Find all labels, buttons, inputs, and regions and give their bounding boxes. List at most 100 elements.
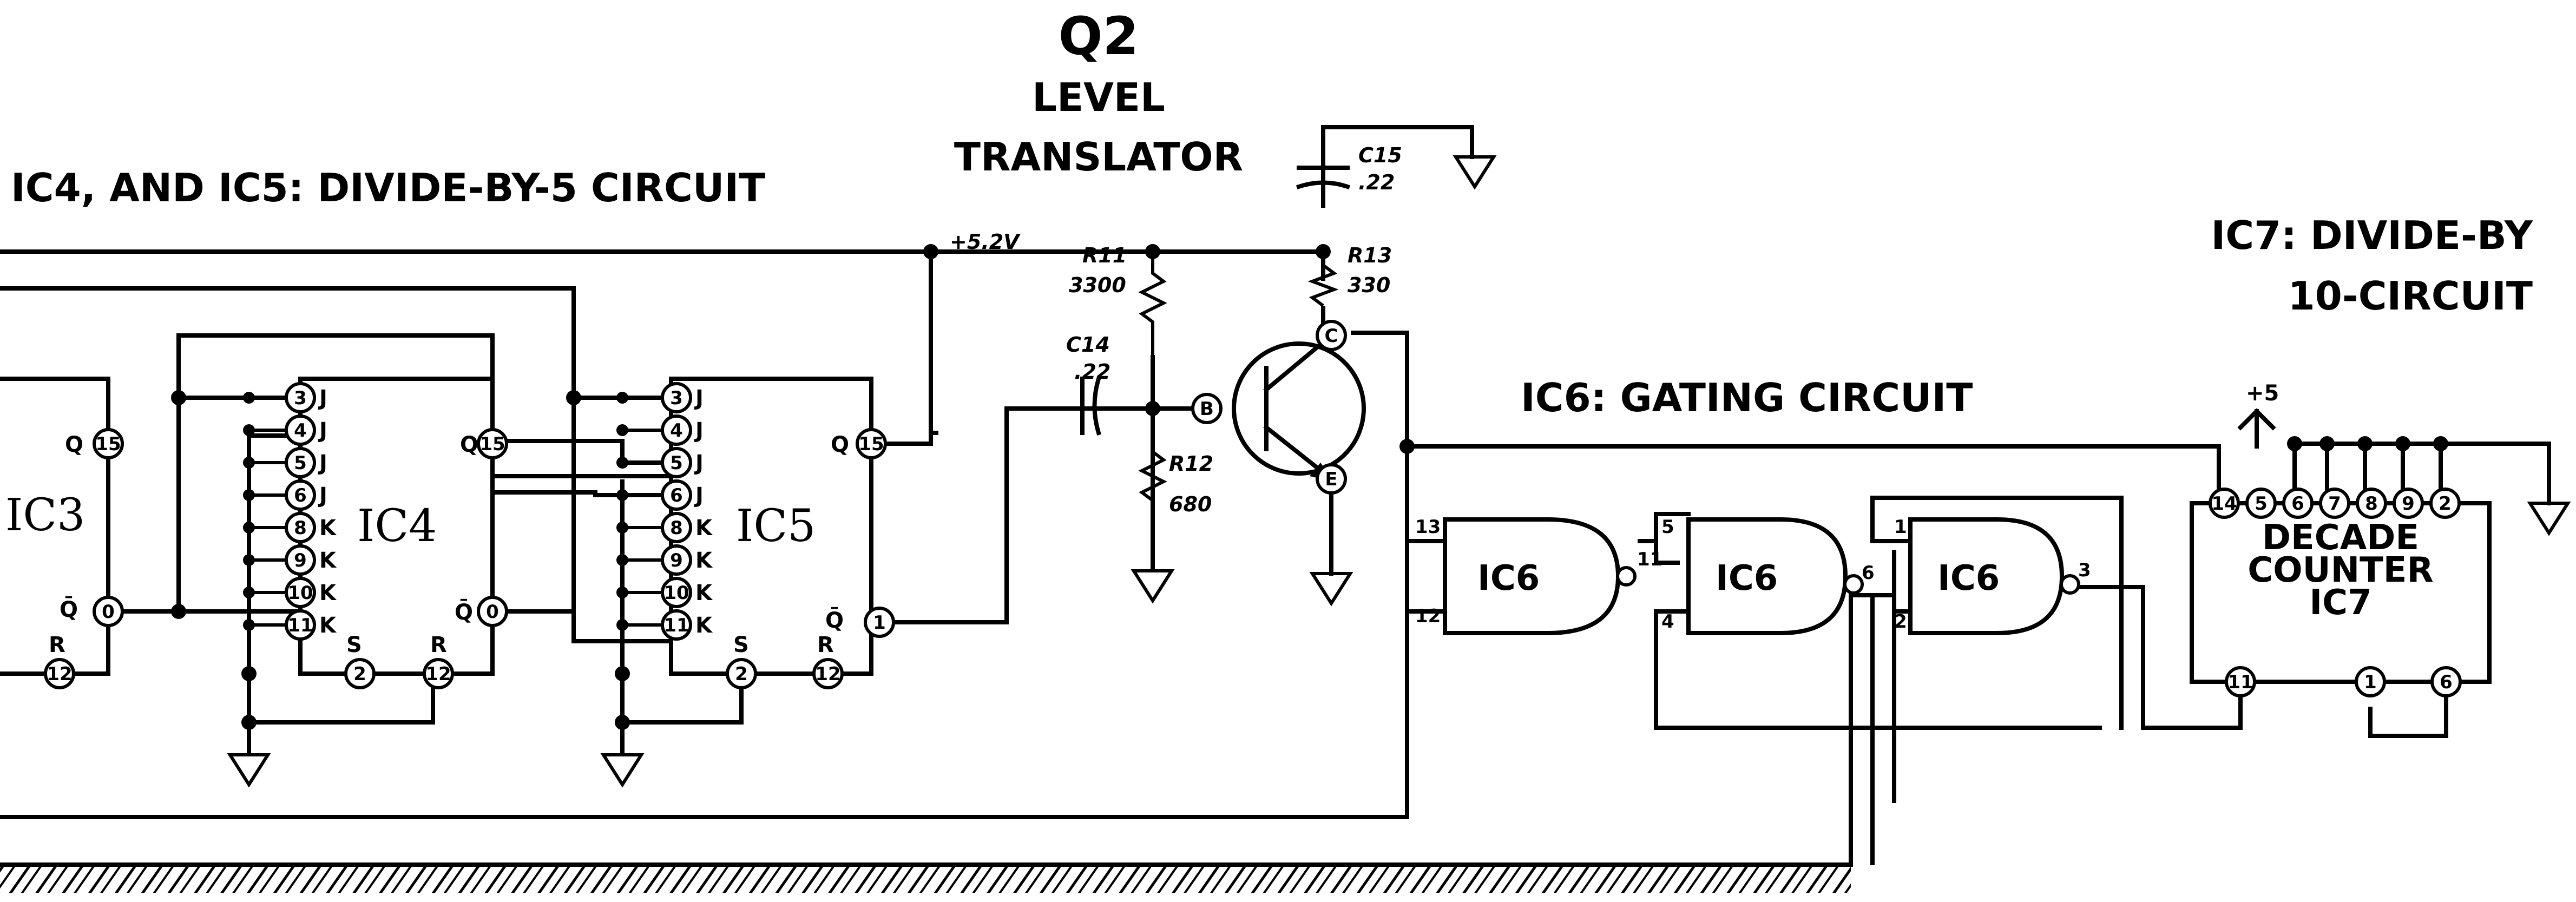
ic5-pin-4 — [661, 414, 692, 446]
r12-resistor: R12 680 — [1138, 450, 1213, 517]
supply-label: +5.2V — [950, 230, 1021, 254]
divide-by-5-title: IC4, AND IC5: DIVIDE-BY-5 CIRCUIT — [11, 165, 765, 210]
ic4-pin-11 — [285, 609, 316, 641]
ic3-r-label: R — [49, 633, 65, 657]
q2-pin-e-label: E — [1325, 469, 1337, 490]
ic5-pin-11-type: K — [695, 613, 713, 638]
ic7-line2: COUNTER — [2248, 550, 2434, 590]
ground-symbols — [227, 155, 2571, 788]
ic7-top-pin-14 — [2209, 488, 2240, 519]
c15-name: C15 — [1358, 143, 1402, 167]
ic5-pin-4-num: 4 — [670, 420, 683, 442]
ic4-pin-8-num: 8 — [294, 517, 307, 539]
ground-icon — [1131, 569, 1175, 604]
ic6-gate-b-label: IC6 — [1716, 558, 1778, 598]
ic4-pin-4 — [285, 414, 316, 446]
ic7-top-pin-5 — [2245, 488, 2277, 519]
ic7-top-pin-6 — [2282, 488, 2314, 519]
ic5-pin-s-num: 2 — [735, 663, 748, 685]
ic4-pin-10 — [285, 577, 316, 608]
ic4-pin-11-num: 11 — [287, 615, 313, 636]
ic5-pin-10-type: K — [695, 581, 713, 605]
ic7-top-pin-14-num: 14 — [2211, 493, 2237, 515]
ic4-pin-5-type: J — [318, 451, 327, 476]
ic6-gate-c-out: 3 — [2078, 559, 2091, 581]
r11-resistor: R11 3300 — [1069, 243, 1167, 357]
ic5-pin-6-num: 6 — [670, 485, 683, 506]
ic7-title-line1: IC7: DIVIDE-BY — [2211, 213, 2533, 258]
junction-dots — [171, 244, 2448, 730]
ic3-qbar-label: Q̄ — [60, 596, 78, 622]
q2-pin-b — [1191, 393, 1223, 424]
ic4-q-label: Q — [460, 432, 478, 457]
r12-value: 680 — [1169, 492, 1212, 516]
ic4-pin-10-num: 10 — [287, 582, 313, 604]
ic4-pin-3 — [285, 382, 316, 413]
ground-icon — [2527, 502, 2571, 536]
q2-transistor: B C E — [1191, 320, 1366, 495]
ic5-pin-q — [856, 428, 887, 459]
c15-value: .22 — [1358, 170, 1395, 194]
ic4-pin-6-num: 6 — [294, 485, 307, 506]
ic6-gate-a-in1: 13 — [1415, 516, 1441, 538]
c14-capacitor: C14 .22 — [1048, 333, 1110, 436]
ic4-pin-3-num: 3 — [294, 387, 307, 409]
ic5-label: IC5 — [736, 501, 816, 552]
q2-pin-e — [1316, 463, 1347, 495]
q2-title: Q2 — [1059, 6, 1139, 67]
ic5-pin-9-type: K — [695, 548, 713, 573]
ic7-top-pin-7-num: 7 — [2328, 493, 2341, 515]
r12-name: R12 — [1169, 452, 1213, 476]
ic5-pin-q-num: 15 — [858, 433, 884, 455]
r11-value: 3300 — [1069, 273, 1126, 297]
translator-label: TRANSLATOR — [954, 134, 1243, 180]
ic5-pin-3-type: J — [694, 386, 704, 411]
ic3-pin-r — [44, 658, 75, 689]
level-label: LEVEL — [1032, 75, 1165, 120]
ic7-top-pin-6-num: 6 — [2291, 493, 2304, 515]
ic3-label: IC3 — [5, 490, 85, 541]
q2-pin-c-label: C — [1325, 325, 1338, 347]
q2-pin-b-label: B — [1200, 398, 1214, 420]
ic4-pin-r — [423, 658, 454, 689]
ic6-gate-b-out: 6 — [1862, 562, 1875, 584]
ic5-pin-s — [726, 658, 757, 689]
ic6-gate-c-in2: 2 — [1894, 611, 1907, 633]
ic7-top-pin-9-num: 9 — [2402, 493, 2415, 515]
ic7-bottom-pin-1-num: 1 — [2364, 671, 2377, 693]
ic7-bottom-pin-1 — [2355, 666, 2386, 697]
r13-resistor: R13 330 — [1307, 243, 1392, 307]
ic3-pin-r-num: 12 — [47, 663, 72, 685]
ic5-pin-3 — [661, 382, 692, 413]
ic4-pin-qbar — [477, 596, 508, 627]
ic4-pin-8-type: K — [319, 516, 337, 541]
ic4-pin-s-num: 2 — [353, 663, 366, 685]
ic5-r-label: R — [817, 633, 834, 657]
ic6-gate-c-label: IC6 — [1937, 558, 2000, 598]
ic4-pin-4-type: J — [318, 418, 327, 443]
ic5-pin-8-type: K — [695, 516, 713, 541]
ic6-gate-a-out: 11 — [1637, 549, 1662, 570]
ic5-q-label: Q — [831, 432, 849, 457]
ic5-pin-6-type: J — [694, 483, 704, 508]
hatched-strip — [0, 866, 1851, 893]
ic5-pin-4-type: J — [694, 418, 704, 443]
ic4-pin-6-type: J — [318, 483, 327, 508]
ic5-pin-5 — [661, 447, 692, 478]
ic4-pin-qbar-num: 0 — [486, 601, 499, 623]
ic5-pin-5-num: 5 — [670, 452, 683, 474]
ic7-top-pin-8-num: 8 — [2365, 493, 2378, 515]
plus5-label: +5 — [2246, 381, 2279, 406]
ic4-pin-4-num: 4 — [294, 420, 307, 442]
ic6-gate-b-in2: 4 — [1661, 611, 1674, 633]
ic6-gate-a-in2: 12 — [1415, 605, 1441, 627]
ic3: IC3 Q 15 Q̄ 0 R 12 — [0, 377, 124, 689]
ic5-pin-11 — [661, 609, 692, 641]
